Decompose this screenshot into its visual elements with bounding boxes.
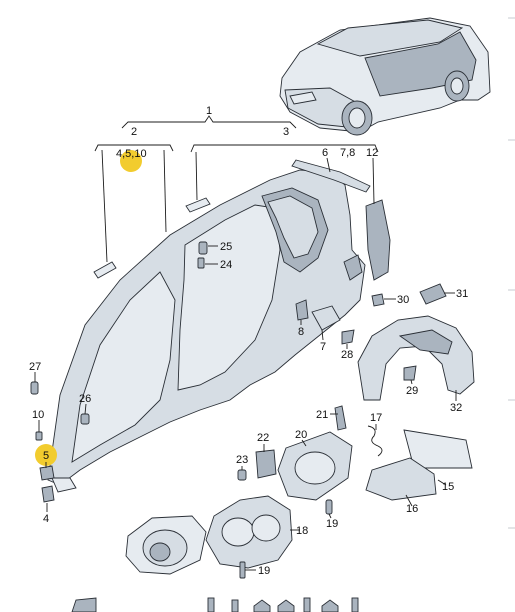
- label-part-30: 30: [397, 294, 409, 306]
- highlight-5-upper: [120, 150, 142, 172]
- vehicle-overview-illustration: [279, 17, 491, 136]
- label-part-28: 28: [341, 349, 353, 361]
- part-12-bracket: [365, 199, 391, 281]
- fuel-filler-housing-20: [237, 431, 353, 501]
- label-part-24: 24: [220, 259, 232, 271]
- label-part-5-highlighted: 5: [43, 450, 49, 462]
- label-part-21: 21: [316, 409, 328, 421]
- label-part-6: 6: [322, 147, 328, 159]
- label-part-20: 20: [295, 429, 307, 441]
- label-part-3: 3: [283, 126, 289, 138]
- bottom-partial-parts: [71, 597, 359, 612]
- label-part-7-8: 7,8: [340, 147, 355, 159]
- bolt-25-24: [197, 241, 208, 269]
- edge-marks: [508, 17, 515, 529]
- label-part-7: 7: [320, 341, 326, 353]
- label-part-4-5-10: 4,5,10: [116, 148, 147, 160]
- left-small-parts: [30, 381, 90, 503]
- label-part-23: 23: [236, 454, 248, 466]
- label-part-2: 2: [131, 126, 137, 138]
- label-part-16: 16: [406, 503, 418, 515]
- label-part-18: 18: [296, 525, 308, 537]
- clip-30-31: [371, 283, 447, 307]
- label-part-8: 8: [298, 326, 304, 338]
- fuel-neck-parts: [334, 405, 473, 501]
- fastener-28-29: [341, 329, 417, 381]
- label-part-32: 32: [450, 402, 462, 414]
- highlight-markers: [35, 150, 142, 466]
- label-part-19-upper: 19: [326, 518, 338, 530]
- label-part-19-lower: 19: [258, 565, 270, 577]
- label-part-17: 17: [370, 412, 382, 424]
- leader-lines: [34, 115, 457, 571]
- label-part-27: 27: [29, 361, 41, 373]
- label-part-15: 15: [442, 481, 454, 493]
- bracket-8-7: [295, 299, 341, 331]
- label-part-29: 29: [406, 385, 418, 397]
- part-number-labels: 1 2 3 4,5,10 6 7,8 12 25 24 30 31 8 7 28…: [29, 105, 468, 577]
- label-part-25: 25: [220, 241, 232, 253]
- part-6-strip: [291, 159, 371, 193]
- label-part-31: 31: [456, 288, 468, 300]
- side-panel-assembly: [47, 169, 366, 493]
- wheel-house-liner-32: [357, 315, 475, 401]
- label-part-1: 1: [206, 105, 212, 117]
- label-part-12: 12: [366, 147, 378, 159]
- label-part-10: 10: [32, 409, 44, 421]
- fuel-cap-housing-18: [205, 495, 333, 569]
- fuel-flap-illustration: [125, 515, 246, 579]
- roof-trim-strips: [93, 197, 211, 279]
- label-part-4: 4: [43, 513, 49, 525]
- label-part-22: 22: [257, 432, 269, 444]
- highlight-5-lower: [35, 444, 57, 466]
- label-part-26: 26: [79, 393, 91, 405]
